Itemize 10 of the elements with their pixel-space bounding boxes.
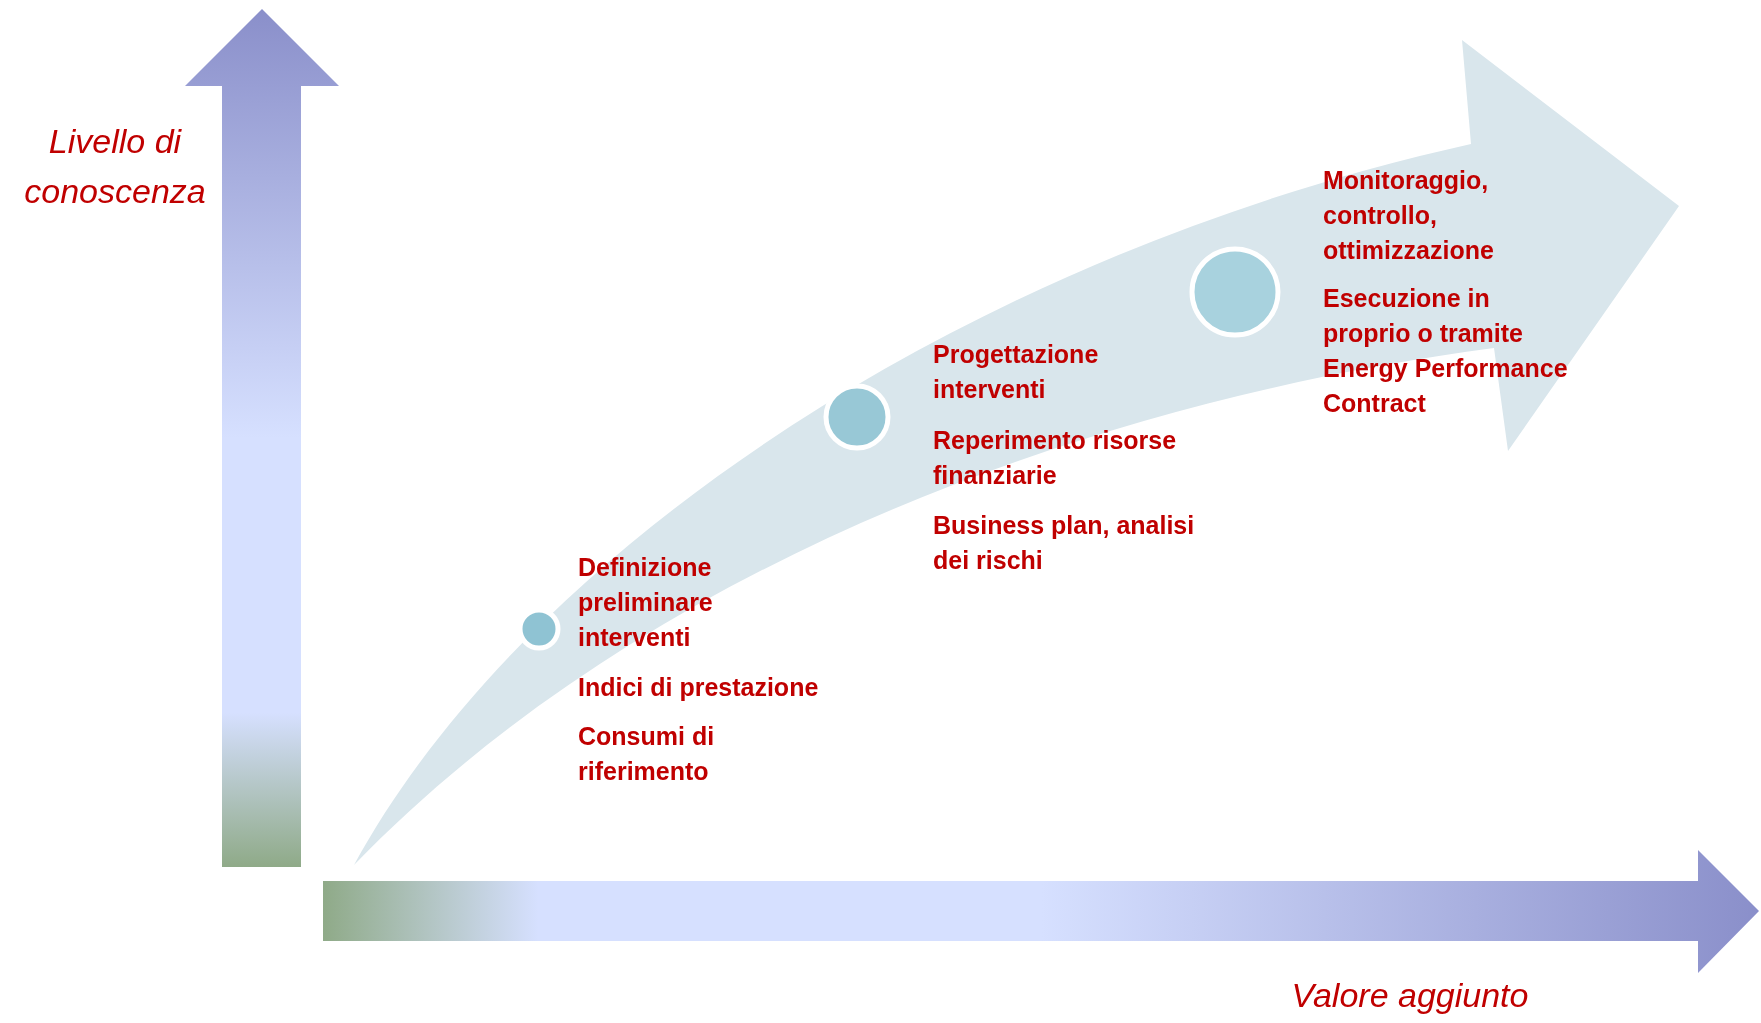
step-text: Definizione preliminare interventi	[578, 552, 714, 653]
step-text: Esecuzione in proprio o tramite Energy Performance Contract	[1323, 283, 1569, 419]
x-axis-label: Valore aggiunto	[1290, 975, 1530, 1016]
step-text: Monitoraggio, controllo, ottimizzazione	[1323, 165, 1495, 266]
step-text: Consumi di riferimento	[578, 721, 716, 787]
step-text: Business plan, analisi dei rischi	[933, 510, 1196, 576]
y-axis-label: Livello di conoscenza	[23, 121, 207, 212]
step-text: Indici di prestazione	[578, 672, 820, 703]
step-text: Progettazione interventi	[933, 339, 1100, 405]
step-text: Reperimento risorse finanziarie	[933, 425, 1178, 491]
